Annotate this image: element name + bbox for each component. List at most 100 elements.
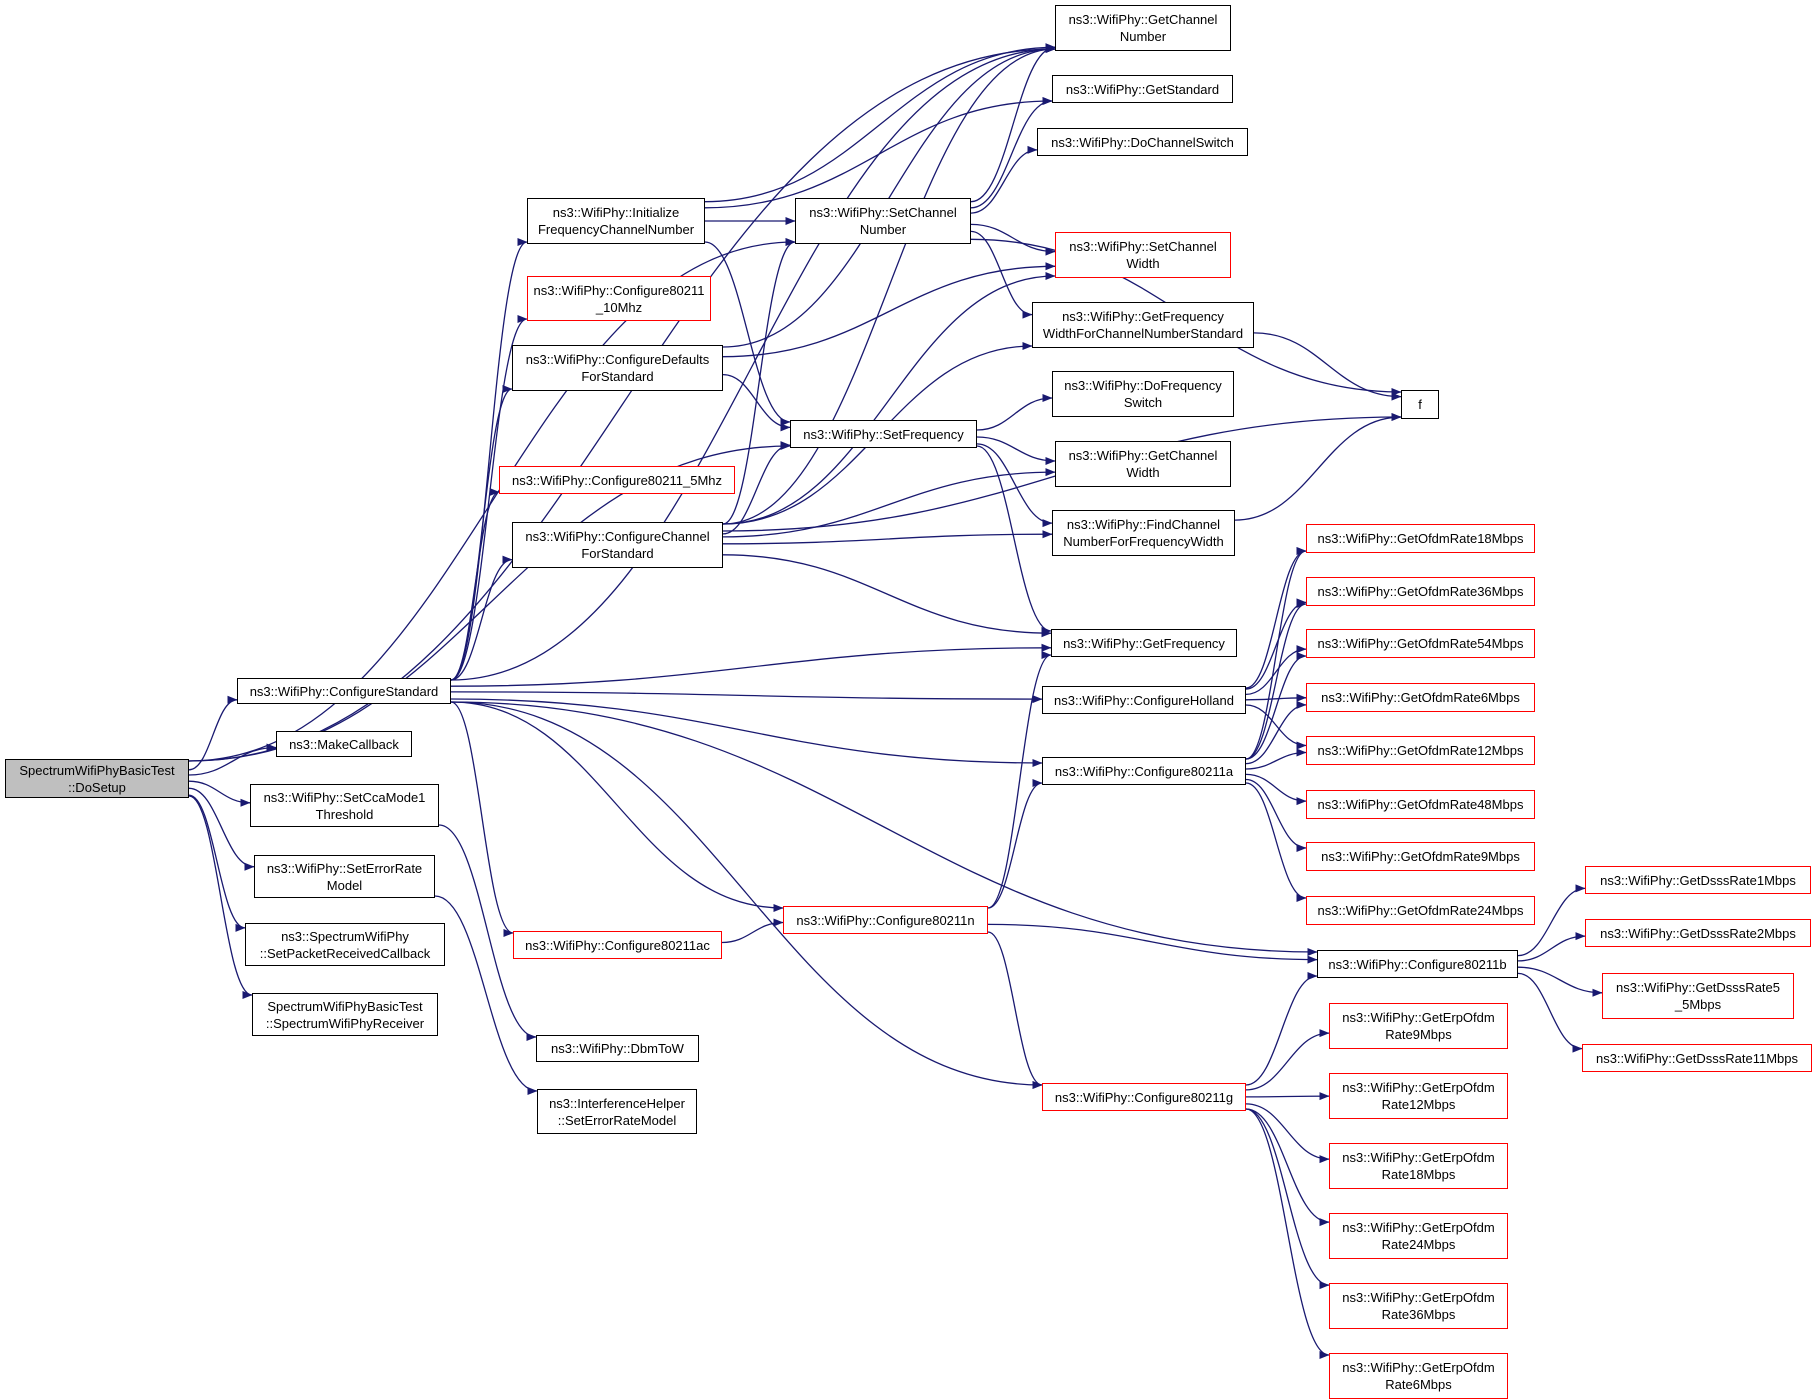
node-get-ofdm-rate18mbps[interactable]: ns3::WifiPhy::GetOfdmRate18Mbps [1306, 524, 1535, 553]
node-f[interactable]: f [1401, 390, 1439, 419]
edge-root-to-configure-standard [188, 695, 238, 771]
edge-configure80211g-to-get-erp-ofdm-rate24mbps [1245, 1108, 1330, 1227]
node-interference-helper-set-error-rate-model[interactable]: ns3::InterferenceHelper ::SetErrorRateMo… [537, 1089, 697, 1134]
edge-root-to-set-packet-received-callback [188, 794, 246, 932]
node-get-ofdm-rate54mbps[interactable]: ns3::WifiPhy::GetOfdmRate54Mbps [1306, 629, 1535, 658]
node-configure-standard[interactable]: ns3::WifiPhy::ConfigureStandard [237, 678, 451, 704]
node-get-dsss-rate5-5mbps[interactable]: ns3::WifiPhy::GetDsssRate5 _5Mbps [1602, 973, 1794, 1019]
node-do-channel-switch[interactable]: ns3::WifiPhy::DoChannelSwitch [1037, 128, 1248, 156]
edge-configure80211a-to-get-ofdm-rate18mbps [1245, 547, 1307, 760]
node-set-channel-number[interactable]: ns3::WifiPhy::SetChannel Number [795, 198, 971, 244]
edge-configure-channel-for-standard-to-get-frequency [722, 554, 1052, 638]
edge-configure-holland-to-get-ofdm-rate6mbps [1245, 693, 1307, 702]
node-get-erp-ofdm-rate6mbps[interactable]: ns3::WifiPhy::GetErpOfdm Rate6Mbps [1329, 1353, 1508, 1399]
node-configure80211a[interactable]: ns3::WifiPhy::Configure80211a [1042, 757, 1246, 785]
node-do-frequency-switch[interactable]: ns3::WifiPhy::DoFrequency Switch [1052, 371, 1234, 417]
edge-configure80211n-to-get-frequency [987, 651, 1052, 909]
edge-set-channel-number-to-get-channel-number [970, 43, 1056, 203]
node-get-dsss-rate2mbps[interactable]: ns3::WifiPhy::GetDsssRate2Mbps [1585, 919, 1811, 947]
edge-configure-defaults-for-standard-to-set-channel-width [722, 262, 1056, 358]
node-set-packet-received-callback[interactable]: ns3::SpectrumWifiPhy ::SetPacketReceived… [245, 923, 445, 966]
edge-configure-channel-for-standard-to-find-channel-number-for-frequency-width [722, 530, 1053, 545]
node-configure80211-10mhz[interactable]: ns3::WifiPhy::Configure80211 _10Mhz [527, 276, 711, 321]
node-get-frequency[interactable]: ns3::WifiPhy::GetFrequency [1051, 629, 1237, 657]
node-set-channel-width[interactable]: ns3::WifiPhy::SetChannel Width [1055, 232, 1231, 278]
node-configure80211ac[interactable]: ns3::WifiPhy::Configure80211ac [513, 931, 722, 959]
edge-configure80211b-to-get-dsss-rate5-5mbps [1517, 966, 1603, 997]
node-get-ofdm-rate48mbps[interactable]: ns3::WifiPhy::GetOfdmRate48Mbps [1306, 790, 1535, 819]
edge-configure80211n-to-configure80211b [987, 923, 1318, 964]
node-get-channel-number[interactable]: ns3::WifiPhy::GetChannel Number [1055, 5, 1231, 51]
node-configure-holland[interactable]: ns3::WifiPhy::ConfigureHolland [1042, 686, 1246, 714]
edge-configure80211n-to-configure80211a [987, 779, 1043, 909]
edge-initialize-frequency-channel-number-to-get-channel-number [704, 43, 1056, 203]
edge-configure-standard-to-get-frequency [450, 643, 1052, 687]
edge-configure80211b-to-get-dsss-rate1mbps [1517, 884, 1586, 957]
edge-set-channel-number-to-set-channel-width [970, 223, 1056, 256]
edge-configure-standard-to-configure-channel-for-standard [450, 555, 513, 681]
edge-initialize-frequency-channel-number-to-get-standard [704, 97, 1053, 209]
edge-root-to-make-callback [188, 743, 277, 776]
edge-configure80211a-to-get-ofdm-rate24mbps [1245, 782, 1307, 902]
node-get-ofdm-rate36mbps[interactable]: ns3::WifiPhy::GetOfdmRate36Mbps [1306, 577, 1535, 606]
node-get-dsss-rate1mbps[interactable]: ns3::WifiPhy::GetDsssRate1Mbps [1585, 866, 1811, 894]
node-set-cca-mode1-threshold[interactable]: ns3::WifiPhy::SetCcaMode1 Threshold [250, 784, 439, 827]
edge-set-cca-mode1-threshold-to-dbm-to-w [438, 824, 537, 1041]
edge-configure-standard-to-get-channel-number [450, 45, 1056, 681]
edge-get-frequency-width-for-channel-number-standard-to-f [1253, 332, 1402, 401]
node-spectrum-wifi-phy-receiver[interactable]: SpectrumWifiPhyBasicTest ::SpectrumWifiP… [252, 993, 438, 1036]
node-dbm-to-w[interactable]: ns3::WifiPhy::DbmToW [536, 1035, 699, 1062]
edge-configure-holland-to-get-ofdm-rate36mbps [1245, 598, 1307, 690]
edge-configure80211a-to-get-ofdm-rate12mbps [1245, 748, 1307, 770]
edge-configure80211g-to-configure80211b [1245, 972, 1318, 1086]
edge-configure80211a-to-get-ofdm-rate54mbps [1245, 652, 1307, 760]
edge-configure-channel-for-standard-to-set-channel-number [722, 238, 796, 525]
edge-configure-holland-to-get-ofdm-rate12mbps [1245, 704, 1307, 750]
edge-configure80211a-to-get-ofdm-rate9mbps [1245, 778, 1307, 852]
edge-configure-holland-to-get-ofdm-rate18mbps [1245, 547, 1307, 689]
node-configure-defaults-for-standard[interactable]: ns3::WifiPhy::ConfigureDefaults ForStand… [512, 345, 723, 391]
node-root[interactable]: SpectrumWifiPhyBasicTest ::DoSetup [5, 759, 189, 798]
node-get-ofdm-rate12mbps[interactable]: ns3::WifiPhy::GetOfdmRate12Mbps [1306, 736, 1535, 765]
edge-configure80211b-to-get-dsss-rate11mbps [1517, 972, 1583, 1053]
edge-set-channel-number-to-do-channel-switch [970, 145, 1038, 214]
node-get-erp-ofdm-rate36mbps[interactable]: ns3::WifiPhy::GetErpOfdm Rate36Mbps [1329, 1283, 1508, 1329]
edge-configure80211b-to-get-dsss-rate2mbps [1517, 932, 1586, 962]
node-get-dsss-rate11mbps[interactable]: ns3::WifiPhy::GetDsssRate11Mbps [1582, 1044, 1812, 1072]
node-get-erp-ofdm-rate24mbps[interactable]: ns3::WifiPhy::GetErpOfdm Rate24Mbps [1329, 1213, 1508, 1259]
node-get-erp-ofdm-rate12mbps[interactable]: ns3::WifiPhy::GetErpOfdm Rate12Mbps [1329, 1073, 1508, 1119]
node-initialize-frequency-channel-number[interactable]: ns3::WifiPhy::Initialize FrequencyChanne… [527, 198, 705, 244]
edge-set-frequency-to-find-channel-number-for-frequency-width [976, 443, 1053, 528]
edge-configure-standard-to-configure80211n [450, 701, 784, 912]
edge-set-error-rate-model-to-interference-helper-set-error-rate-model [434, 895, 538, 1095]
node-set-frequency[interactable]: ns3::WifiPhy::SetFrequency [790, 420, 977, 448]
node-configure80211-5mhz[interactable]: ns3::WifiPhy::Configure80211_5Mhz [499, 466, 735, 494]
node-configure-channel-for-standard[interactable]: ns3::WifiPhy::ConfigureChannel ForStanda… [512, 522, 723, 568]
edge-configure80211g-to-get-erp-ofdm-rate9mbps [1245, 1029, 1330, 1091]
edge-configure-standard-to-configure-defaults-for-standard [450, 385, 513, 681]
node-get-erp-ofdm-rate18mbps[interactable]: ns3::WifiPhy::GetErpOfdm Rate18Mbps [1329, 1143, 1508, 1189]
edge-set-channel-number-to-get-standard [970, 97, 1053, 209]
node-get-frequency-width-for-channel-number-standard[interactable]: ns3::WifiPhy::GetFrequency WidthForChann… [1032, 302, 1254, 348]
node-set-error-rate-model[interactable]: ns3::WifiPhy::SetErrorRate Model [254, 855, 435, 898]
node-find-channel-number-for-frequency-width[interactable]: ns3::WifiPhy::FindChannel NumberForFrequ… [1052, 510, 1235, 556]
node-configure80211b[interactable]: ns3::WifiPhy::Configure80211b [1317, 950, 1518, 978]
node-get-ofdm-rate9mbps[interactable]: ns3::WifiPhy::GetOfdmRate9Mbps [1306, 842, 1535, 871]
node-get-ofdm-rate6mbps[interactable]: ns3::WifiPhy::GetOfdmRate6Mbps [1306, 683, 1535, 712]
node-configure80211n[interactable]: ns3::WifiPhy::Configure80211n [783, 906, 988, 934]
node-get-erp-ofdm-rate9mbps[interactable]: ns3::WifiPhy::GetErpOfdm Rate9Mbps [1329, 1003, 1508, 1049]
edge-configure80211g-to-get-erp-ofdm-rate36mbps [1245, 1108, 1330, 1290]
node-get-channel-width[interactable]: ns3::WifiPhy::GetChannel Width [1055, 441, 1231, 487]
node-make-callback[interactable]: ns3::MakeCallback [276, 731, 412, 757]
edge-configure80211g-to-get-erp-ofdm-rate12mbps [1245, 1092, 1330, 1101]
edge-configure-standard-to-configure80211a [450, 698, 1043, 767]
edge-configure-holland-to-get-ofdm-rate54mbps [1245, 645, 1307, 696]
node-get-standard[interactable]: ns3::WifiPhy::GetStandard [1052, 75, 1233, 103]
edge-configure-standard-to-configure80211ac [450, 701, 514, 937]
edge-set-frequency-to-get-frequency [976, 445, 1052, 635]
edge-configure-standard-to-configure80211b [450, 701, 1318, 956]
edge-configure-standard-to-configure-holland [450, 691, 1043, 704]
node-configure80211g[interactable]: ns3::WifiPhy::Configure80211g [1042, 1083, 1246, 1111]
node-get-ofdm-rate24mbps[interactable]: ns3::WifiPhy::GetOfdmRate24Mbps [1306, 896, 1535, 925]
